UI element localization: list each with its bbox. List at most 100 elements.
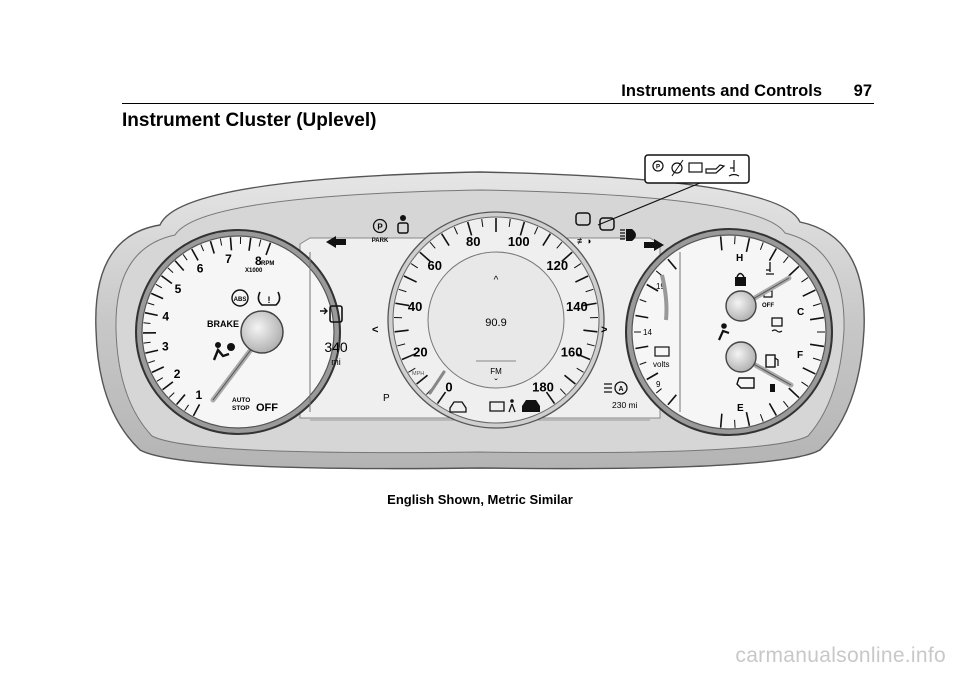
volt-tick-10 — [667, 394, 677, 406]
menu-right-arrow-icon[interactable]: > — [601, 324, 607, 336]
tach-hub — [240, 310, 284, 354]
volt-tick-7 — [639, 361, 647, 365]
seatbelt-driver-icon — [717, 323, 730, 341]
tach-tick-28 — [265, 242, 272, 256]
speed-tick-6 — [394, 329, 409, 333]
speed-tick-4 — [401, 353, 416, 361]
temp-fuel-tick-4 — [768, 248, 778, 262]
radio-source-label: FM — [490, 367, 502, 376]
temp-fuel-tick-17 — [783, 400, 789, 408]
tach-label-6: 6 — [197, 262, 204, 276]
tach-tick-17 — [167, 267, 174, 273]
temp-cold-label: C — [797, 307, 804, 318]
tach-tick-19 — [182, 254, 188, 261]
speed-tick-24 — [561, 251, 573, 263]
volt-tick-2 — [646, 283, 659, 292]
section-title: Instrument Cluster (Uplevel) — [122, 110, 377, 131]
temp-fuel-tick-5 — [783, 256, 789, 264]
right-gauge: 19 14 9 volts H C F E OFF — [625, 228, 833, 436]
left-info-panel: 340 mi < — [309, 236, 378, 412]
fuel-door-icon — [320, 305, 343, 323]
tach-tick-7 — [148, 360, 155, 364]
temp-fuel-tick-12 — [809, 343, 825, 348]
top-telltale-strip: P PARK ≢◑ — [372, 212, 664, 251]
callout-brake-system-icon — [671, 159, 684, 177]
display-down-arrow-icon[interactable]: ˇ — [494, 377, 498, 389]
speed-tick-32 — [576, 353, 591, 361]
figure-caption: English Shown, Metric Similar — [387, 492, 573, 507]
temp-fuel-tick-20 — [745, 411, 751, 426]
callout-battery-icon — [688, 162, 703, 173]
svg-text:!: ! — [268, 295, 271, 305]
speed-tick-22 — [542, 233, 552, 246]
high-beam-icon — [620, 229, 636, 241]
temp-fuel-tick-19 — [759, 414, 764, 422]
bottom-telltale-strip: P A 230 mi — [383, 381, 638, 413]
speed-tick-27 — [585, 288, 594, 293]
tach-tick-20 — [191, 248, 199, 261]
tach-label-1: 1 — [195, 388, 202, 402]
brake-warning-label: BRAKE — [207, 319, 239, 329]
tach-rpm-label: RPM — [261, 261, 274, 267]
temp-fuel-tick-18 — [768, 402, 778, 416]
temp-fuel-tick-2 — [745, 238, 751, 253]
page-number: 97 — [853, 82, 872, 100]
fuel-range-value: 340 — [324, 339, 348, 355]
speed-tick-20 — [519, 221, 526, 236]
temp-hot-label: H — [736, 253, 743, 264]
temp-fuel-tick-10 — [809, 316, 825, 321]
temp-fuel-tick-21 — [734, 419, 736, 428]
callout-oil-pressure-icon — [705, 164, 726, 174]
tach-tick-1 — [184, 404, 190, 411]
tach-tick-15 — [155, 283, 163, 289]
volts-unit-label: volts — [653, 360, 669, 369]
speed-label-180: 180 — [532, 380, 554, 395]
speed-tick-34 — [563, 374, 576, 385]
tire-pressure-icon: ! — [257, 291, 281, 306]
fuel-empty-label: E — [737, 403, 744, 414]
tach-tick-27 — [258, 239, 262, 247]
menu-left-arrow-icon[interactable]: < — [372, 324, 378, 336]
temp-fuel-tick-22 — [719, 413, 723, 428]
tach-tick-4 — [162, 381, 174, 391]
running-header-section: Instruments and Controls — [621, 82, 822, 100]
svg-text:PARK: PARK — [372, 238, 389, 244]
speed-tick-33 — [576, 367, 584, 373]
airbag-icon — [212, 342, 235, 361]
fog-lamp-icon: ≢◑ — [577, 236, 591, 246]
volt-tick-19: 19 — [656, 282, 665, 291]
speed-tick-35 — [559, 388, 567, 395]
svg-text:P: P — [656, 165, 660, 171]
adaptive-range-value: 230 mi — [612, 400, 638, 410]
fuel-hub — [725, 341, 757, 373]
speed-tick-2 — [416, 374, 429, 385]
tach-label-3: 3 — [162, 340, 169, 354]
speed-tick-11 — [410, 263, 418, 269]
tach-tick-marks — [142, 237, 272, 417]
park-brake-icon: P PARK — [372, 218, 389, 244]
callout-park-brake-icon: P — [652, 160, 664, 172]
display-up-arrow-icon[interactable]: ^ — [494, 275, 499, 286]
speed-tick-16 — [466, 221, 473, 236]
tach-tick-26 — [248, 237, 252, 251]
volt-tick-8 — [646, 372, 659, 381]
autostop-label-line2: STOP — [232, 405, 250, 412]
tach-tick-8 — [145, 349, 159, 354]
tach-tick-16 — [160, 275, 173, 285]
header-rule — [122, 103, 874, 104]
callout-coolant-temp-icon — [728, 160, 740, 177]
speed-tick-31 — [586, 343, 595, 347]
svg-text:OFF: OFF — [762, 303, 774, 309]
temp-hub — [725, 290, 757, 322]
telltale-callout: P — [597, 154, 750, 226]
fuel-gauge-pump-icon — [770, 384, 775, 392]
stabilitrak-icon — [771, 317, 783, 333]
speed-tick-36 — [545, 391, 556, 405]
svg-text:≢◑: ≢◑ — [577, 236, 591, 246]
temp-fuel-tick-7 — [801, 277, 809, 283]
temp-fuel-tick-15 — [801, 381, 809, 387]
speed-tick-0 — [436, 391, 447, 405]
tach-label-2: 2 — [174, 367, 181, 381]
